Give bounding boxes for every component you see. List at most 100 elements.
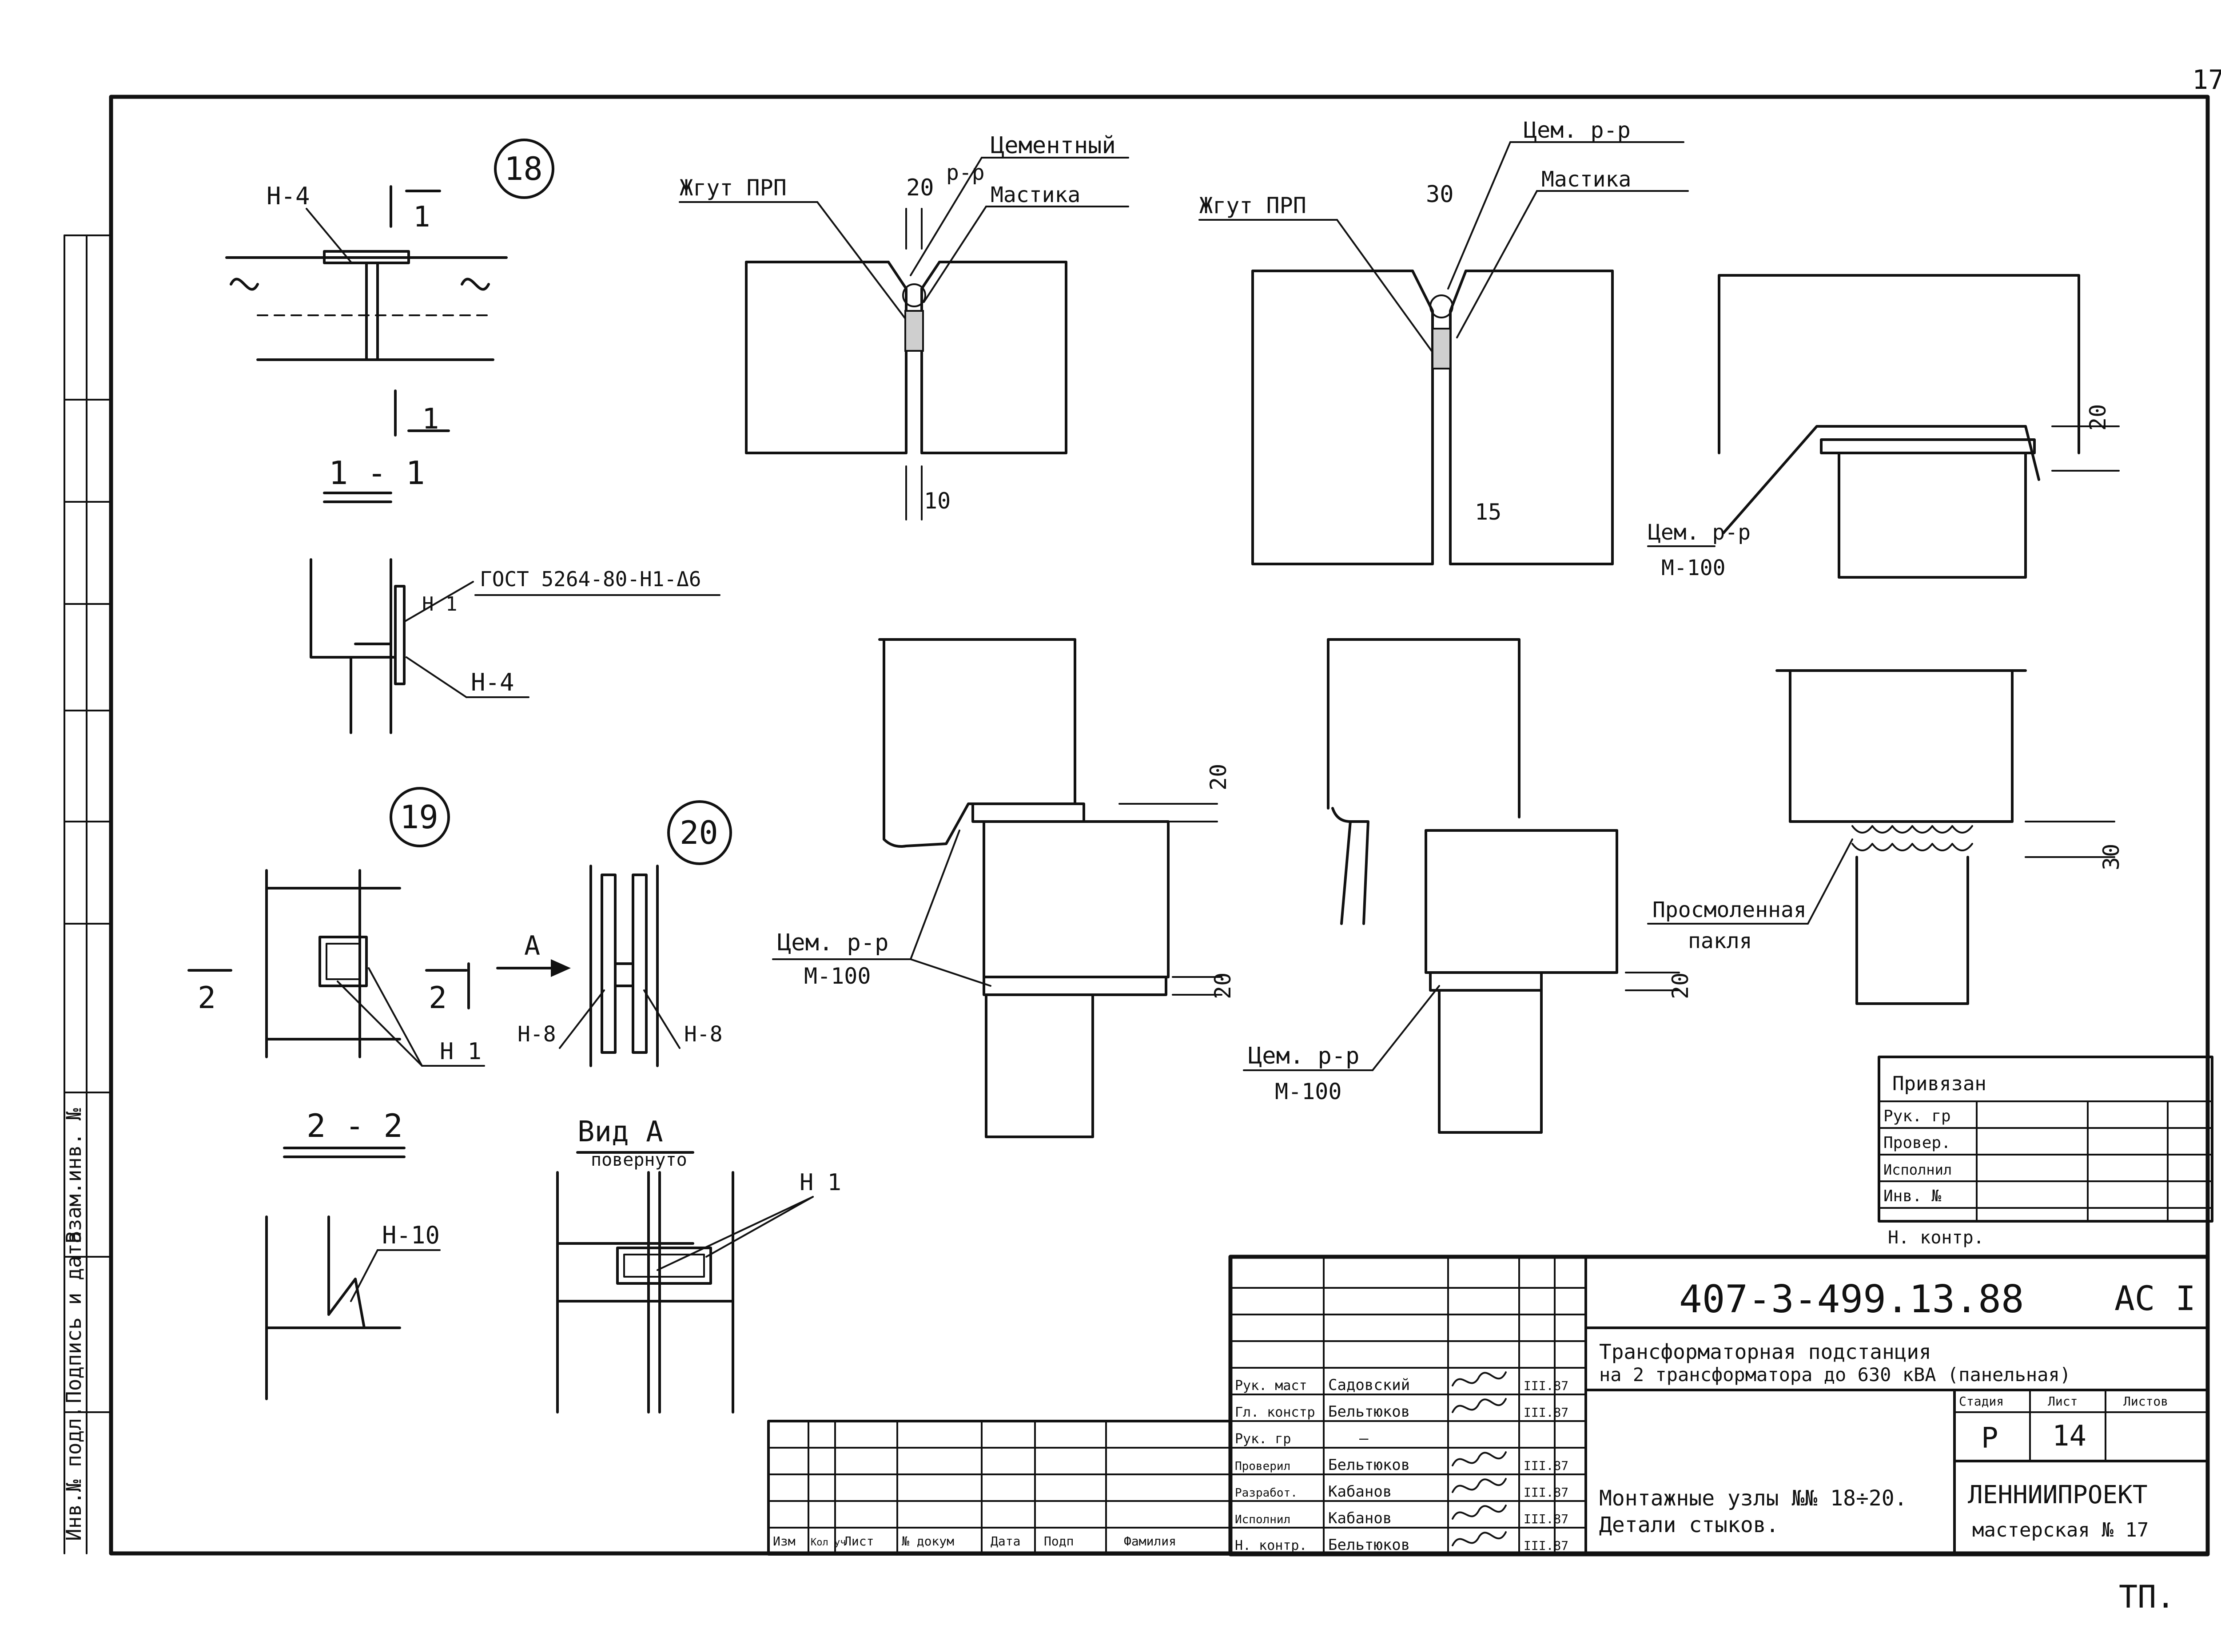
date-6: III.87 <box>1524 1512 1568 1526</box>
sheet-value: 14 <box>2052 1420 2086 1453</box>
date-2: III.87 <box>1524 1405 1568 1420</box>
role-5: Разработ. <box>1235 1486 1298 1500</box>
joint-cement-20: Цементный р-р Мастика Жгут ПРП 20 10 <box>679 132 1129 520</box>
label-cem-rr-e: Цем. р-р <box>1248 1043 1359 1069</box>
title-block: 407-3-499.13.88 АС I Трансформаторная по… <box>1228 1255 2210 1557</box>
project-line-2: на 2 трансформатора до 630 кВА (панельна… <box>1599 1364 2071 1386</box>
signature-2 <box>1452 1398 1507 1413</box>
detail-number-18: 18 <box>504 150 543 187</box>
detail-18: 18 Н-4 1 1 1 - 1 ГОСТ 5264-80-Н1-Δ6 Н 1 … <box>225 139 720 734</box>
name-4: Бельтюков <box>1328 1456 1410 1474</box>
approval-row-4: Инв. № <box>1883 1187 1941 1205</box>
joint-corbel-right: 20 Цем. р-р М-100 <box>1243 638 1693 1134</box>
rev-header-1: Изм <box>773 1534 796 1549</box>
label-n8-right: Н-8 <box>684 1022 723 1047</box>
side-stamp: Взам.инв. № Подпись и дата Инв.№ подл. <box>62 1108 86 1541</box>
rev-header-7: Фамилия <box>1124 1534 1176 1549</box>
joint-cement-30: Цем. р-р Мастика Жгут ПРП 30 15 <box>1198 117 1689 565</box>
doc-mark: АС I <box>2114 1279 2196 1318</box>
doc-code: 407-3-499.13.88 <box>1679 1277 2024 1322</box>
label-zhgut-b: Жгут ПРП <box>1199 193 1306 218</box>
label-n8-left: Н-8 <box>517 1022 556 1047</box>
rev-header-4: № докум <box>902 1534 954 1549</box>
revision-table: Изм Кол уч Лист № докум Дата Подп Фамили… <box>767 1420 1232 1556</box>
label-cement-title-a: Цементный <box>991 132 1116 159</box>
label-m100-c: М-100 <box>1661 556 1726 580</box>
name-6: Кабанов <box>1328 1509 1392 1527</box>
detail-number-19: 19 <box>400 798 438 836</box>
org-line-2: мастерская № 17 <box>1972 1519 2149 1541</box>
name-3: — <box>1359 1430 1369 1447</box>
dim-20-d1: 20 <box>1206 764 1231 790</box>
detail-20: 20 А Н-8 Н-8 Вид А повернуто Н 1 <box>496 800 841 1414</box>
section-1-mark: 1 <box>413 201 430 234</box>
sheet-title-2: Детали стыков. <box>1599 1513 1779 1537</box>
label-m100-d: М-100 <box>804 963 871 989</box>
label-cement-title-b: р-р <box>946 160 985 185</box>
label-n10: Н-10 <box>382 1221 440 1249</box>
signature-6 <box>1452 1505 1507 1520</box>
role-6: Исполнил <box>1235 1513 1290 1526</box>
section-1-mark-2: 1 <box>422 403 439 436</box>
role-1: Рук. маст <box>1235 1378 1307 1394</box>
label-n1-b: Н 1 <box>440 1038 482 1065</box>
rev-header-6: Подп <box>1044 1534 1074 1549</box>
role-2: Гл. констр <box>1235 1405 1315 1420</box>
label-mastic: Мастика <box>991 183 1080 207</box>
section-1-1-title: 1 - 1 <box>329 454 425 492</box>
label-m100-e: М-100 <box>1275 1079 1342 1104</box>
dim-15-b: 15 <box>1475 499 1501 525</box>
signature-5 <box>1452 1478 1507 1493</box>
dim-20-e: 20 <box>1668 973 1693 999</box>
footer-mark: ТП. <box>2119 1579 2175 1615</box>
label-zhgut-a: Жгут ПРП <box>680 175 787 201</box>
role-7: Н. контр. <box>1235 1538 1307 1553</box>
label-paklya: пакля <box>1688 929 1752 953</box>
dim-30-b: 30 <box>1426 181 1454 208</box>
section-2-2-title: 2 - 2 <box>306 1107 403 1144</box>
side-stamp-1: Взам.инв. № <box>62 1108 86 1243</box>
label-mastika-b: Мастика <box>1541 167 1631 192</box>
label-n4-top: Н-4 <box>267 182 310 210</box>
stage-header: Стадия <box>1959 1394 2004 1409</box>
label-n1-c: Н 1 <box>800 1169 841 1196</box>
name-5: Кабанов <box>1328 1483 1392 1501</box>
name-2: Бельтюков <box>1328 1403 1410 1421</box>
detail-19: 19 2 2 Н 1 2 - 2 Н-10 <box>187 787 485 1400</box>
sheet-number: 17 <box>2192 64 2221 95</box>
side-stamp-2: Подпись и дата <box>62 1231 86 1403</box>
name-7: Бельтюков <box>1328 1536 1410 1554</box>
stage-value: Р <box>1981 1422 1998 1455</box>
dim-10-a: 10 <box>924 488 951 514</box>
approval-row-2: Провер. <box>1883 1134 1951 1152</box>
dim-20-a: 20 <box>906 175 934 201</box>
signature-1 <box>1452 1371 1507 1386</box>
approval-row-3: Исполнил <box>1883 1161 1952 1178</box>
gost-note: ГОСТ 5264-80-Н1-Δ6 <box>480 567 701 591</box>
label-proso: Просмоленная <box>1652 897 1807 922</box>
approval-box: Привязан Рук. гр Провер. Исполнил Инв. №… <box>1878 1056 2213 1248</box>
approval-row-1: Рук. гр <box>1883 1107 1951 1125</box>
org-line-1: ЛЕННИИПРОЕКТ <box>1968 1481 2148 1509</box>
role-3: Рук. гр <box>1235 1431 1291 1447</box>
view-a-title: Вид А <box>577 1116 663 1148</box>
rev-header-3: Лист <box>844 1534 874 1549</box>
label-cem-rr-b: Цем. р-р <box>1524 117 1631 143</box>
detail-number-20: 20 <box>680 814 718 851</box>
joint-tow: 30 Просмоленная пакля <box>1647 669 2124 1005</box>
sheet-header: Лист <box>2048 1394 2078 1409</box>
rev-header-5: Дата <box>991 1534 1020 1549</box>
date-5: III.87 <box>1524 1485 1568 1500</box>
approval-title: Привязан <box>1892 1072 1986 1095</box>
signature-4 <box>1452 1451 1507 1466</box>
sheet-title-1: Монтажные узлы №№ 18÷20. <box>1599 1486 1907 1511</box>
signature-7 <box>1452 1531 1507 1546</box>
sheets-header: Листов <box>2123 1394 2168 1409</box>
date-1: III.87 <box>1524 1378 1568 1393</box>
role-4: Проверил <box>1235 1460 1290 1473</box>
label-n1-a: Н 1 <box>422 593 457 616</box>
label-n4: Н-4 <box>471 668 514 696</box>
arrow-a-label: А <box>524 930 540 961</box>
side-stamp-3: Инв.№ подл. <box>62 1406 86 1541</box>
